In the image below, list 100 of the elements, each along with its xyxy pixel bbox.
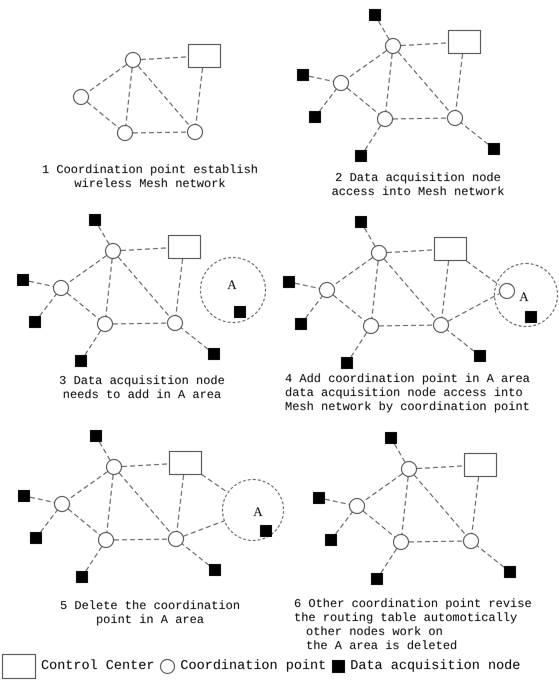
dashed-link <box>446 329 474 352</box>
dashed-link <box>408 540 464 542</box>
data-node-square <box>90 430 102 442</box>
dashed-link <box>335 512 353 534</box>
dashed-link <box>460 122 488 145</box>
dashed-link <box>385 53 393 112</box>
legend-label: Data acquisition node <box>350 658 520 674</box>
dashed-link <box>332 294 366 322</box>
dashed-link <box>106 474 114 533</box>
dashed-link <box>28 280 54 287</box>
dashed-link <box>140 56 188 60</box>
data-node-square <box>76 571 88 583</box>
data-node-square <box>341 357 353 369</box>
dashed-link <box>66 292 100 320</box>
dashed-link <box>39 294 57 316</box>
dashed-link <box>305 296 323 318</box>
data-node-square <box>309 111 321 123</box>
control-center-box <box>464 453 496 477</box>
control-center-box <box>188 44 220 68</box>
data-node-square <box>75 355 87 367</box>
data-node-square <box>355 150 367 162</box>
dashed-link <box>471 476 480 534</box>
dashed-link <box>441 260 450 318</box>
dashed-link <box>346 88 380 114</box>
dashed-link <box>195 68 204 125</box>
dashed-link <box>118 256 170 318</box>
dashed-link <box>98 226 110 245</box>
dashed-link <box>350 332 368 358</box>
dashed-link <box>121 463 169 468</box>
dashed-link <box>386 249 434 254</box>
data-node-square <box>313 492 325 504</box>
data-node-square <box>371 573 383 585</box>
dashed-link <box>114 538 168 540</box>
dashed-link <box>414 474 466 536</box>
data-node-square <box>30 532 42 544</box>
dashed-link <box>175 258 184 316</box>
dashed-link <box>363 473 403 502</box>
dashed-link <box>364 228 376 247</box>
control-center-box <box>168 235 200 259</box>
dashed-link <box>201 474 228 493</box>
dashed-link <box>30 496 55 503</box>
dashed-link <box>362 510 396 538</box>
dashed-link <box>378 324 434 326</box>
dashed-link <box>364 125 382 150</box>
dashed-link <box>176 474 184 532</box>
dashed-link <box>378 20 390 40</box>
data-node-square <box>385 432 397 444</box>
data-node-square <box>208 348 220 360</box>
dashed-link <box>319 88 337 112</box>
dashed-link <box>118 472 172 534</box>
dashed-link <box>347 50 387 79</box>
data-node-square <box>29 316 41 328</box>
data-node-square <box>525 311 537 323</box>
dashed-link <box>125 67 133 126</box>
dashed-link <box>466 260 500 286</box>
dashed-link <box>182 543 210 566</box>
dashed-link <box>324 498 350 505</box>
dashed-link <box>384 258 436 320</box>
control-center-box <box>168 451 202 475</box>
dashed-link <box>180 327 208 350</box>
dashed-link <box>112 322 168 324</box>
data-node-square <box>89 214 101 226</box>
data-node-square <box>474 350 486 362</box>
dashed-link <box>333 257 373 286</box>
dashed-link <box>105 258 113 317</box>
dashed-link <box>380 548 398 574</box>
dashed-link <box>84 330 102 356</box>
dashed-link <box>294 282 320 289</box>
area-label: A <box>253 505 263 519</box>
legend-label: Control Center <box>41 658 154 674</box>
data-node-square <box>295 318 307 330</box>
data-node-square <box>18 490 30 502</box>
data-node-square <box>260 525 272 537</box>
dashed-link <box>132 132 188 134</box>
step-caption: 4 Add coordination point in A area data acquisition node access into Mesh network by coordination point <box>285 372 531 414</box>
dashed-link <box>68 471 108 500</box>
dashed-link <box>98 442 110 461</box>
dashed-link <box>394 444 406 463</box>
dashed-link <box>85 546 102 572</box>
data-node-square <box>355 216 367 228</box>
data-node-square <box>283 276 295 288</box>
data-node-square <box>488 143 500 155</box>
data-node-square <box>325 534 337 546</box>
dashed-link <box>400 42 448 46</box>
control-center-box <box>448 30 480 54</box>
legend-label: Coordination point <box>180 658 326 674</box>
control-center-box <box>434 237 466 261</box>
dashed-link <box>40 510 58 532</box>
dashed-link <box>120 247 168 252</box>
dashed-link <box>308 76 334 82</box>
dashed-link <box>448 293 500 322</box>
dashed-link <box>138 66 190 126</box>
data-node-square <box>297 69 309 81</box>
dashed-link <box>401 476 409 535</box>
dashed-link <box>68 508 100 536</box>
dashed-link <box>67 255 107 284</box>
dashed-link <box>87 64 127 93</box>
data-node-square <box>209 564 221 576</box>
dashed-link <box>416 465 464 470</box>
dashed-link <box>455 54 464 111</box>
